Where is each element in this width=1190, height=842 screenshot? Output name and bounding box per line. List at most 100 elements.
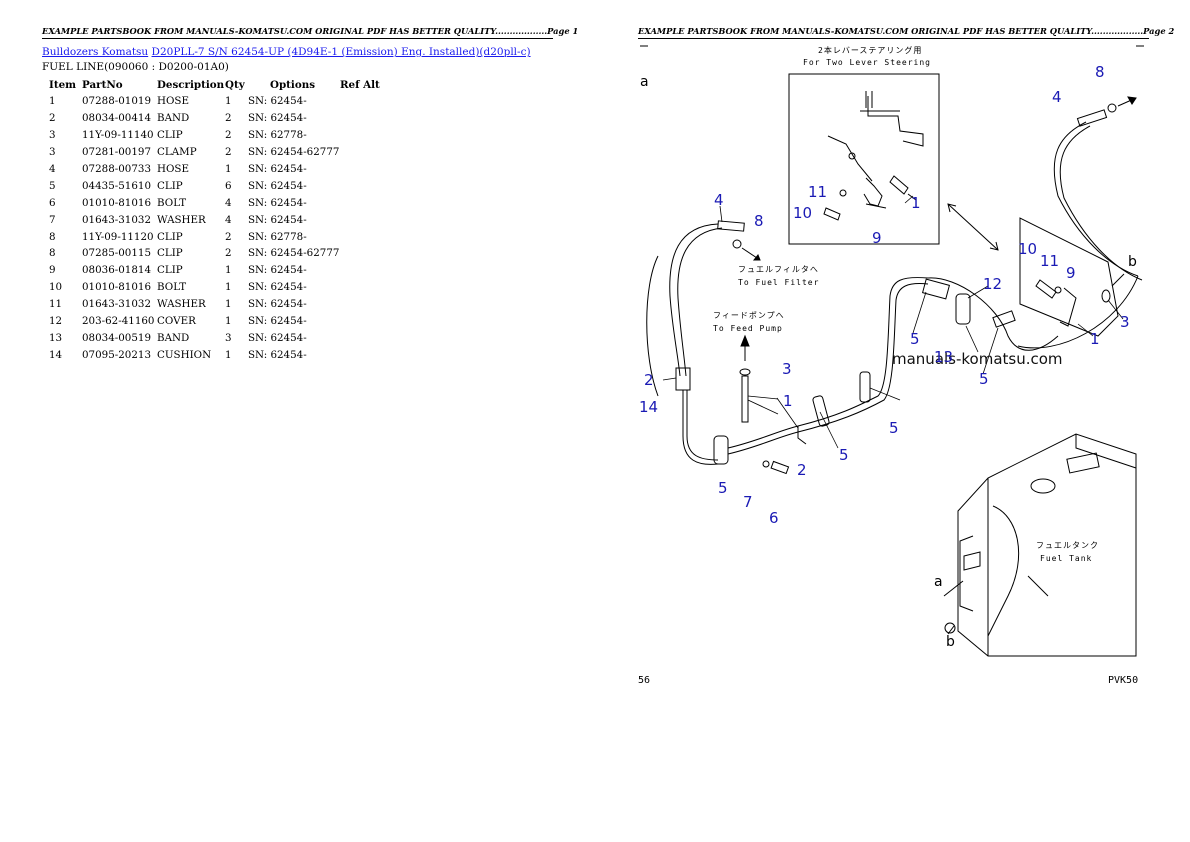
bracket-panel <box>1019 217 1119 337</box>
inset-hose <box>889 175 909 195</box>
cell-partno: 01010-81016 <box>82 196 151 209</box>
hose-right-upper-inner <box>1059 125 1143 281</box>
washer-7 <box>762 460 770 468</box>
cell-description: CUSHION <box>157 348 212 361</box>
inset-leader <box>865 203 887 209</box>
arrow-head <box>947 203 957 213</box>
breadcrumb-link-category[interactable]: Bulldozers Komatsu <box>42 46 149 58</box>
callout-1: 1 <box>1090 330 1100 348</box>
clip-8-right <box>1107 103 1117 113</box>
drawing-code: PVK50 <box>1108 675 1138 686</box>
hose-upper <box>927 277 1059 351</box>
cell-qty: 1 <box>225 264 232 277</box>
callout-6: 6 <box>769 509 779 527</box>
callout-11: 11 <box>1040 252 1059 270</box>
cell-qty: 1 <box>225 281 232 294</box>
ref-letter-a: a <box>640 74 649 90</box>
callout-5: 5 <box>979 370 989 388</box>
col-header-refalt: Ref Alt <box>340 78 380 91</box>
leader <box>869 387 901 401</box>
leader <box>1077 323 1094 337</box>
cell-qty: 4 <box>225 196 232 209</box>
inset-label-en: For Two Lever Steering <box>803 58 931 67</box>
arrow-b-line <box>1111 273 1125 287</box>
cell-partno: 07285-00115 <box>82 247 151 260</box>
inset-bolt-2 <box>823 207 841 221</box>
cell-qty: 2 <box>225 230 232 243</box>
cell-item: 1 <box>49 95 56 108</box>
cell-description: BAND <box>157 112 190 125</box>
inset-frame <box>860 91 900 112</box>
cell-item: 2 <box>49 112 56 125</box>
breadcrumb: Bulldozers Komatsu D20PLL-7 S/N 62454-UP… <box>42 46 531 58</box>
pump-arrow <box>740 334 750 347</box>
callout-4: 4 <box>1052 88 1062 106</box>
ref-letter-a-tank: a <box>934 574 943 590</box>
callout-3: 3 <box>782 360 792 378</box>
cell-options: SN: 62454-62777 <box>248 146 340 159</box>
washer-11-right <box>1054 286 1062 294</box>
cell-item: 6 <box>49 196 56 209</box>
hose-end-4 <box>717 220 745 232</box>
cell-qty: 3 <box>225 331 232 344</box>
cell-description: WASHER <box>157 298 206 311</box>
hose-lower <box>682 390 719 465</box>
clip-5-top <box>921 278 951 300</box>
cell-partno: 04435-51610 <box>82 179 151 192</box>
inset-washer <box>848 152 856 160</box>
cell-options: SN: 62454- <box>248 315 307 328</box>
flow-arrow <box>1127 96 1137 105</box>
callout-13: 13 <box>934 348 953 366</box>
section-title: FUEL LINE(090060 : D0200-01A0) <box>42 61 229 73</box>
cell-refalt <box>340 262 400 279</box>
cell-options: SN: 62454- <box>248 179 307 192</box>
cell-options: SN: 62454- <box>248 348 307 361</box>
fuel-tank-label-en: Fuel Tank <box>1040 554 1092 563</box>
callout-8: 8 <box>1095 63 1105 81</box>
callout-9: 9 <box>1066 264 1076 282</box>
tank-fitting-b <box>944 622 956 634</box>
breadcrumb-link-model[interactable]: D20PLL-7 S/N 62454-UP (4D94E-1 (Emission… <box>151 46 531 58</box>
cell-description: BAND <box>157 331 190 344</box>
flow-arrow <box>752 254 761 261</box>
tank-top-edge <box>1075 434 1137 469</box>
callout-5: 5 <box>839 446 849 464</box>
cell-partno: 01643-31032 <box>82 298 151 311</box>
cell-options: SN: 62454- <box>248 264 307 277</box>
left-curve <box>646 255 659 397</box>
cell-description: BOLT <box>157 281 187 294</box>
cell-options: SN: 62454- <box>248 163 307 175</box>
cell-description: WASHER <box>157 213 206 226</box>
pipe-1 <box>741 375 749 423</box>
leader-b <box>947 625 955 635</box>
hose-main-inner <box>797 283 929 433</box>
cell-partno: 01010-81016 <box>82 281 151 294</box>
table-header-row: Item PartNo Description Qty Options Ref … <box>44 76 400 93</box>
cell-description: BOLT <box>157 196 187 209</box>
tank-hose <box>987 505 1020 637</box>
band-13 <box>992 310 1016 328</box>
inset-box <box>788 73 940 245</box>
cell-description: HOSE <box>157 95 189 108</box>
cover-12 <box>955 293 971 325</box>
callout-12: 12 <box>983 275 1002 293</box>
cell-item: 8 <box>49 230 56 243</box>
cell-refalt <box>340 228 400 245</box>
cell-refalt <box>340 177 400 194</box>
tank-fitting <box>963 551 981 571</box>
cell-qty: 6 <box>225 179 232 192</box>
cell-options: SN: 62454- <box>248 213 307 226</box>
cell-qty: 1 <box>225 95 232 108</box>
callout-8: 8 <box>754 212 764 230</box>
cell-item: 12 <box>49 315 63 328</box>
cell-item: 4 <box>49 163 56 175</box>
cell-description: HOSE <box>157 163 189 175</box>
cell-qty: 2 <box>225 146 232 159</box>
hose-4 <box>669 223 719 377</box>
cell-options: SN: 62454- <box>248 298 307 311</box>
